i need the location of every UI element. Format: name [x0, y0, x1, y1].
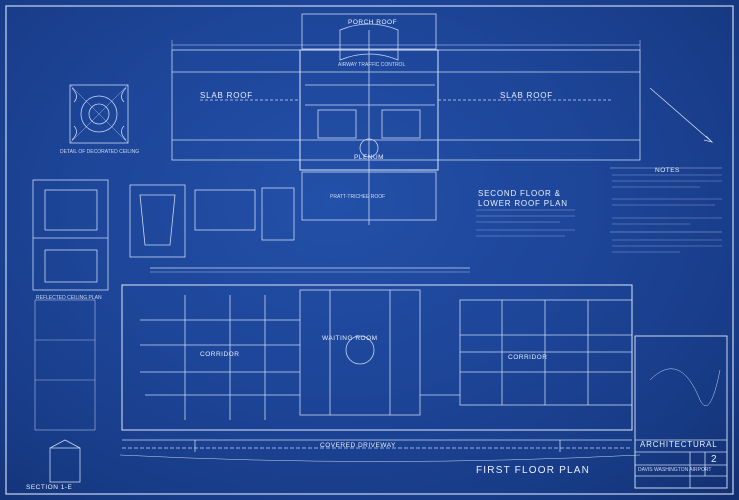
- waiting-room-label: WAITING ROOM: [322, 335, 378, 342]
- airway-traffic-control-label: AIRWAY TRAFFIC CONTROL: [338, 62, 406, 68]
- first-floor-outline: [121, 284, 633, 431]
- ceiling-detail-square: [69, 84, 129, 144]
- ceiling-detail-label: DETAIL OF DECORATED CEILING: [60, 149, 140, 155]
- slab-roof-right-label: SLAB ROOF: [500, 91, 553, 100]
- project-name: DAVIS WASHINGTON AIRPORT: [638, 467, 712, 473]
- architectural-label: ARCHITECTURAL: [640, 440, 718, 449]
- covered-driveway-label: COVERED DRIVEWAY: [320, 442, 396, 449]
- notes-title: NOTES: [655, 167, 680, 174]
- corridor-left-label: CORRIDOR: [200, 351, 240, 358]
- lower-roof-plan-title: LOWER ROOF PLAN: [478, 199, 568, 208]
- porch-roof-label: PORCH ROOF: [348, 19, 398, 26]
- sheet-number: 2: [711, 454, 718, 465]
- title-block: [634, 335, 728, 489]
- first-floor-plan-title: FIRST FLOOR PLAN: [476, 465, 591, 476]
- section-label: SECTION 1-E: [26, 484, 73, 491]
- second-floor-title: SECOND FLOOR &: [478, 189, 561, 198]
- corridor-right-label: CORRIDOR: [508, 354, 548, 361]
- pratt-trichee-roof-label: PRATT-TRICHEE ROOF: [330, 194, 386, 200]
- slab-roof-left-label: SLAB ROOF: [200, 91, 253, 100]
- plenum-label: PLENUM: [354, 154, 385, 161]
- reflected-ceiling-label: REFLECTED CEILING PLAN: [36, 295, 102, 301]
